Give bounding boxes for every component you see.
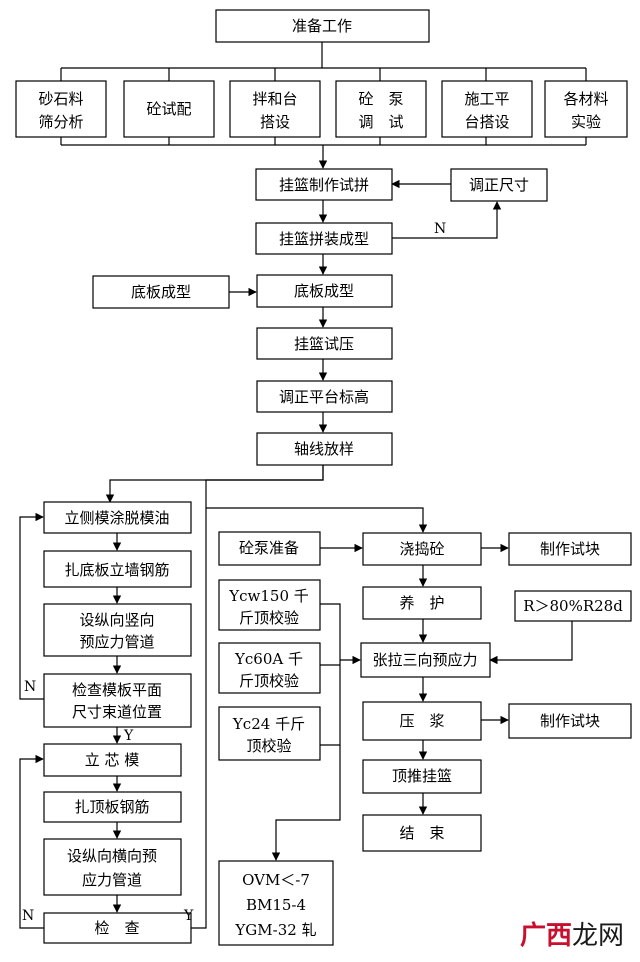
node-material: 各材料 实验 <box>544 80 628 138</box>
node-sand: 砂石料 筛分析 <box>15 80 107 138</box>
node-check-2: 检 查 <box>43 912 192 944</box>
node-tension: 张拉三向预应力 <box>360 642 491 678</box>
node-duct-1-text-1: 设纵向竖向 <box>79 611 154 629</box>
node-strength-text: R＞80%R28d <box>523 597 623 615</box>
node-cure: 养 护 <box>362 586 482 620</box>
node-duct-2-text-1: 设纵向横向预 <box>67 847 157 865</box>
node-specimen-2-text: 制作试块 <box>540 712 600 730</box>
node-material-text-1: 各材料 <box>563 90 608 108</box>
node-adjust-size-text: 调正尺寸 <box>469 176 529 194</box>
node-jack-1: Ycw150 千 斤顶校验 <box>218 579 321 631</box>
node-material-text-2: 实验 <box>571 113 601 131</box>
node-platform: 施工平 台搭设 <box>441 80 533 138</box>
node-duct-1-text-2: 预应力管道 <box>79 633 154 651</box>
node-cure-text: 养 护 <box>399 594 444 612</box>
watermark: 广西 龙网 <box>520 921 624 951</box>
node-rebar-top: 扎顶板钢筋 <box>43 791 182 823</box>
label-n-check-2: N <box>22 908 34 924</box>
node-adjust-elevation-text: 调正平台标高 <box>279 388 369 406</box>
node-end: 结 束 <box>362 814 482 852</box>
node-specimen-1: 制作试块 <box>508 532 632 566</box>
node-sand-text-1: 砂石料 <box>38 90 83 108</box>
node-check-1-text-1: 检查模板平面 <box>72 681 162 699</box>
node-duct-2-text-2: 应力管道 <box>82 871 142 889</box>
node-pump-prep: 砼泵准备 <box>218 531 321 566</box>
node-mix-ratio: 砼试配 <box>123 80 215 138</box>
node-duct-1: 设纵向竖向 预应力管道 <box>43 603 192 657</box>
node-check-1: 检查模板平面 尺寸束道位置 <box>43 673 192 728</box>
label-y-check-1: Y <box>123 728 134 744</box>
node-jack-2-text-2: 斤顶校验 <box>239 672 299 690</box>
label-n-check-1: N <box>24 679 36 695</box>
node-pour: 浇捣砼 <box>362 532 482 566</box>
node-jack-2: Yc60A 千 斤顶校验 <box>218 642 321 694</box>
node-rebar-bottom: 扎底板立墙钢筋 <box>43 550 192 588</box>
node-rebar-bottom-text: 扎底板立墙钢筋 <box>64 561 169 579</box>
node-jack-2-text-1: Yc60A 千 <box>234 650 303 668</box>
label-y-check-2: Y <box>183 908 194 924</box>
node-basket-assemble-text: 挂篮拼装成型 <box>279 230 369 248</box>
node-platform-text-1: 施工平 <box>464 90 509 108</box>
node-prepare-text: 准备工作 <box>292 17 352 35</box>
watermark-suffix: 龙网 <box>572 921 624 951</box>
node-grout: 压 浆 <box>362 701 482 741</box>
node-pump-text-1: 砼 泵 <box>358 90 403 108</box>
node-core-form-text: 立 芯 模 <box>85 751 140 769</box>
node-anchors-text-2: BM15-4 <box>246 896 306 914</box>
node-duct-2: 设纵向横向预 应力管道 <box>43 838 182 896</box>
node-jack-3-text-1: Yc24 千斤 <box>232 715 305 733</box>
node-sand-text-2: 筛分析 <box>38 113 83 131</box>
node-station-text-2: 搭设 <box>260 113 290 131</box>
node-side-form: 立侧模涂脱模油 <box>43 501 192 534</box>
node-jack-3-text-2: 顶校验 <box>246 737 291 755</box>
node-tension-text: 张拉三向预应力 <box>372 651 477 669</box>
node-bottom-main-text: 底板成型 <box>294 282 354 300</box>
node-jack-1-text-1: Ycw150 千 <box>228 587 309 605</box>
node-adjust-elevation: 调正平台标高 <box>256 380 393 413</box>
node-anchors: OVM＜-7 BM15-4 YGM-32 轧 <box>218 860 334 946</box>
node-core-form: 立 芯 模 <box>43 743 182 777</box>
node-axis-text: 轴线放样 <box>294 440 354 458</box>
node-rebar-top-text: 扎顶板钢筋 <box>74 798 149 816</box>
node-pump-prep-text: 砼泵准备 <box>239 539 299 557</box>
node-pump-text-2: 调 试 <box>358 113 403 131</box>
node-basket-test: 挂篮试压 <box>256 327 393 360</box>
label-n-adjust: N <box>434 221 446 237</box>
node-check-1-text-2: 尺寸束道位置 <box>72 703 162 721</box>
node-strength: R＞80%R28d <box>514 590 632 622</box>
node-bottom-main: 底板成型 <box>256 274 393 308</box>
node-platform-text-2: 台搭设 <box>464 113 509 131</box>
node-basket-test-text: 挂篮试压 <box>294 335 354 353</box>
node-anchors-text-3: YGM-32 轧 <box>234 921 316 939</box>
node-grout-text: 压 浆 <box>399 712 444 730</box>
node-pour-text: 浇捣砼 <box>399 540 444 558</box>
node-basket-assemble: 挂篮拼装成型 <box>255 222 393 255</box>
node-side-form-text: 立侧模涂脱模油 <box>64 509 169 527</box>
node-pump: 砼 泵 调 试 <box>335 80 427 138</box>
node-specimen-2: 制作试块 <box>508 703 632 739</box>
node-prepare: 准备工作 <box>215 9 430 43</box>
node-mix-ratio-text: 砼试配 <box>146 100 191 118</box>
node-push-basket: 顶推挂篮 <box>362 759 482 794</box>
node-basket-make: 挂篮制作试拼 <box>255 168 393 201</box>
node-push-basket-text: 顶推挂篮 <box>392 767 452 785</box>
node-end-text: 结 束 <box>399 824 444 842</box>
node-jack-3: Yc24 千斤 顶校验 <box>218 706 321 761</box>
node-station-text-1: 拌和台 <box>252 90 297 108</box>
node-bottom-left-text: 底板成型 <box>131 283 191 301</box>
node-bottom-left: 底板成型 <box>92 275 230 309</box>
node-anchors-text-1: OVM＜-7 <box>242 871 310 889</box>
connectors <box>19 42 587 929</box>
watermark-brand: 广西 <box>520 921 572 951</box>
node-specimen-1-text: 制作试块 <box>540 540 600 558</box>
node-basket-make-text: 挂篮制作试拼 <box>279 176 369 194</box>
node-adjust-size: 调正尺寸 <box>450 168 548 202</box>
node-station: 拌和台 搭设 <box>229 80 321 138</box>
node-axis: 轴线放样 <box>256 432 393 466</box>
node-jack-1-text-2: 斤顶校验 <box>239 609 299 627</box>
node-check-2-text: 检 查 <box>94 919 139 937</box>
